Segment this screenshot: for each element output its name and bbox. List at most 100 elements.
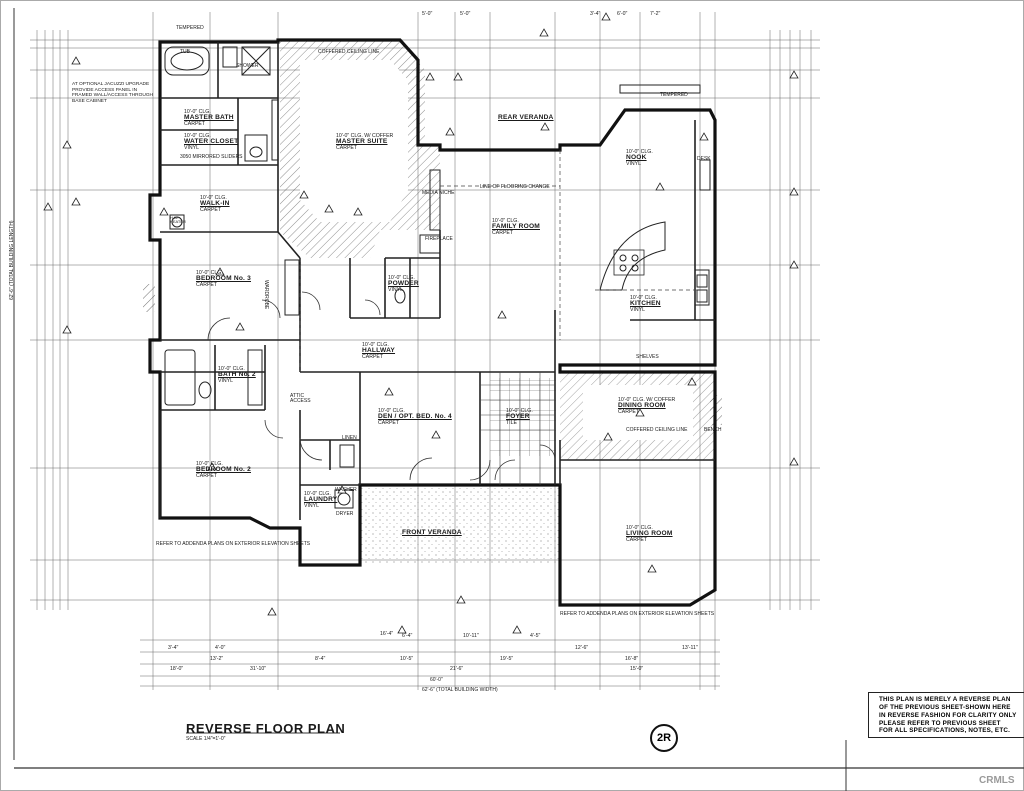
ceiling-height: 10'-0" CLG. [626, 149, 653, 155]
room-den-bed-4: 10'-0" CLG. DEN / OPT. BED. No. 4 CARPET [378, 408, 452, 426]
dim-label: 31'-10" [250, 666, 267, 672]
room-name: MASTER BATH [184, 114, 234, 122]
room-bedroom-2: 10'-0" CLG. BEDROOM No. 2 CARPET [196, 461, 251, 479]
ceiling-height: 10'-0" CLG. W/ COFFER [618, 397, 676, 403]
dim-label: 5'-0" [460, 11, 471, 17]
label-shelves: SHELVES [636, 354, 659, 360]
dim-label: 6'-4" [402, 633, 413, 639]
room-master-bath: 10'-0" CLG. MASTER BATH CARPET [184, 109, 234, 127]
ceiling-height: 10'-0" CLG. [196, 270, 223, 276]
dim-label: 10'-5" [400, 656, 414, 662]
room-powder: 10'-0" CLG. POWDER VINYL [388, 275, 419, 293]
ceiling-height: 10'-0" CLG. [184, 109, 211, 115]
dim-label: 21'-6" [450, 666, 464, 672]
label-linen: LINEN [342, 435, 357, 441]
dim-label: 12'-6" [575, 645, 589, 651]
label-attic-access: ATTIC ACCESS [290, 393, 311, 404]
ceiling-height: 10'-0" CLG. [200, 195, 227, 201]
ceiling-height: 10'-0" CLG. [378, 408, 405, 414]
label-jacuzzi-note: AT OPTIONAL JACUZZI UPGRADE PROVIDE ACCE… [72, 82, 154, 104]
floor-finish: VINYL [218, 377, 233, 384]
label-refer-elevations-right: REFER TO ADDENDA PLANS ON EXTERIOR ELEVA… [560, 611, 715, 617]
room-name: KITCHEN [630, 300, 661, 308]
room-nook: 10'-0" CLG. NOOK VINYL [626, 149, 653, 167]
dim-label: 16'-8" [625, 656, 639, 662]
note-line: FOR ALL SPECIFICATIONS, NOTES, ETC. [879, 727, 1011, 735]
floor-finish: CARPET [618, 408, 640, 415]
room-name: BEDROOM No. 2 [196, 466, 251, 474]
room-name: NOOK [626, 154, 647, 162]
room-name: LAUNDRY [304, 496, 338, 504]
sheet-number: 2R [650, 724, 678, 752]
label-shower: SHOWER [236, 63, 259, 69]
dim-label: 13'-11" [682, 645, 698, 651]
floor-finish: CARPET [492, 229, 514, 236]
label-fireplace: FIREPLACE [425, 236, 453, 242]
floor-finish: CARPET [626, 536, 648, 543]
label-washer: WASHER [335, 487, 357, 493]
room-name: WATER CLOSET [184, 138, 239, 146]
room-name: MASTER SUITE [336, 138, 388, 146]
revision-triangles [43, 12, 799, 634]
room-bedroom-3: 10'-0" CLG. BEDROOM No. 3 CARPET [196, 270, 251, 288]
exterior-walls [148, 38, 717, 607]
room-name: BATH No. 2 [218, 371, 256, 379]
room-bath-2: 10'-0" CLG. BATH No. 2 VINYL [218, 366, 256, 384]
dim-label: 7'-2" [650, 11, 661, 17]
dim-label: 8'-4" [315, 656, 326, 662]
room-name: WALK-IN [200, 200, 230, 208]
label-total-width: 62'-6" (TOTAL BUILDING WIDTH) [422, 687, 498, 693]
dim-label: 6'-0" [617, 11, 628, 17]
floor-finish: CARPET [184, 120, 206, 127]
note-line: THIS PLAN IS MERELY A REVERSE PLAN [879, 696, 1011, 703]
dashed-lines [299, 150, 700, 372]
dim-label: 4'-0" [215, 645, 226, 651]
label-coffered-ceiling-line-top: COFFERED CEILING LINE [318, 49, 380, 55]
label-tempered-top: TEMPERED [176, 25, 204, 31]
room-living-room: 10'-0" CLG. LIVING ROOM CARPET [626, 525, 673, 543]
ceiling-height: 10'-0" CLG. [630, 295, 657, 301]
dim-label: 4'-5" [530, 633, 541, 639]
fixtures [164, 46, 711, 509]
dim-label: 16'-4" [380, 631, 394, 637]
floor-finish: CARPET [196, 281, 218, 288]
room-name: DINING ROOM [618, 402, 666, 410]
room-hallway: 10'-0" CLG. HALLWAY CARPET [362, 342, 396, 360]
dim-label: 15'-0" [630, 666, 644, 672]
dim-label: 13'-2" [210, 656, 224, 662]
floor-finish: VINYL [630, 306, 645, 313]
ceiling-height: 10'-0" CLG. [362, 342, 389, 348]
label-wardrobe: WARDROBE [263, 280, 269, 310]
floor-finish: CARPET [362, 353, 384, 360]
ceiling-height: 10'-0" CLG. [492, 218, 519, 224]
dim-label: 3'-4" [590, 11, 601, 17]
interior-walls [159, 42, 715, 520]
ceiling-height: 10'-0" CLG. [388, 275, 415, 281]
dim-label: 18'-0" [170, 666, 184, 672]
label-dryer: DRYER [336, 511, 354, 517]
ceiling-height: 10'-0" CLG. W/ COFFER [336, 133, 394, 139]
floor-finish: CARPET [336, 144, 358, 151]
floor-finish: CARPET [200, 206, 222, 213]
sheet-scale: SCALE 1/4"=1'-0" [186, 736, 226, 742]
room-foyer: 10'-0" CLG. FOYER TILE [506, 408, 533, 426]
dim-label: 3'-4" [168, 645, 179, 651]
label-tempered-nook: TEMPERED [660, 92, 688, 98]
note-line: PLEASE REFER TO PREVIOUS SHEET [879, 719, 1001, 727]
label-desk: DESK [697, 156, 711, 162]
floor-finish: VINYL [388, 286, 403, 293]
room-name: HALLWAY [362, 347, 396, 355]
label-hw-heater: H.W. HEATER [170, 215, 186, 224]
room-master-suite: 10'-0" CLG. W/ COFFER MASTER SUITE CARPE… [336, 133, 394, 151]
dim-label: 19'-5" [500, 656, 514, 662]
dim-label: 5'-0" [422, 11, 433, 17]
note-line: OF THE PREVIOUS SHEET-SHOWN HERE [879, 703, 1011, 711]
label-bench: BENCH [704, 427, 722, 433]
foyer-grid [480, 372, 555, 485]
room-walk-in: 10'-0" CLG. WALK-IN CARPET [200, 195, 230, 213]
reverse-plan-note: THIS PLAN IS MERELY A REVERSE PLAN OF TH… [868, 692, 1024, 738]
ceiling-height: 10'-0" CLG. [626, 525, 653, 531]
floor-finish: VINYL [626, 160, 641, 167]
ceiling-height: 10'-0" CLG. [196, 461, 223, 467]
floor-finish: CARPET [196, 472, 218, 479]
